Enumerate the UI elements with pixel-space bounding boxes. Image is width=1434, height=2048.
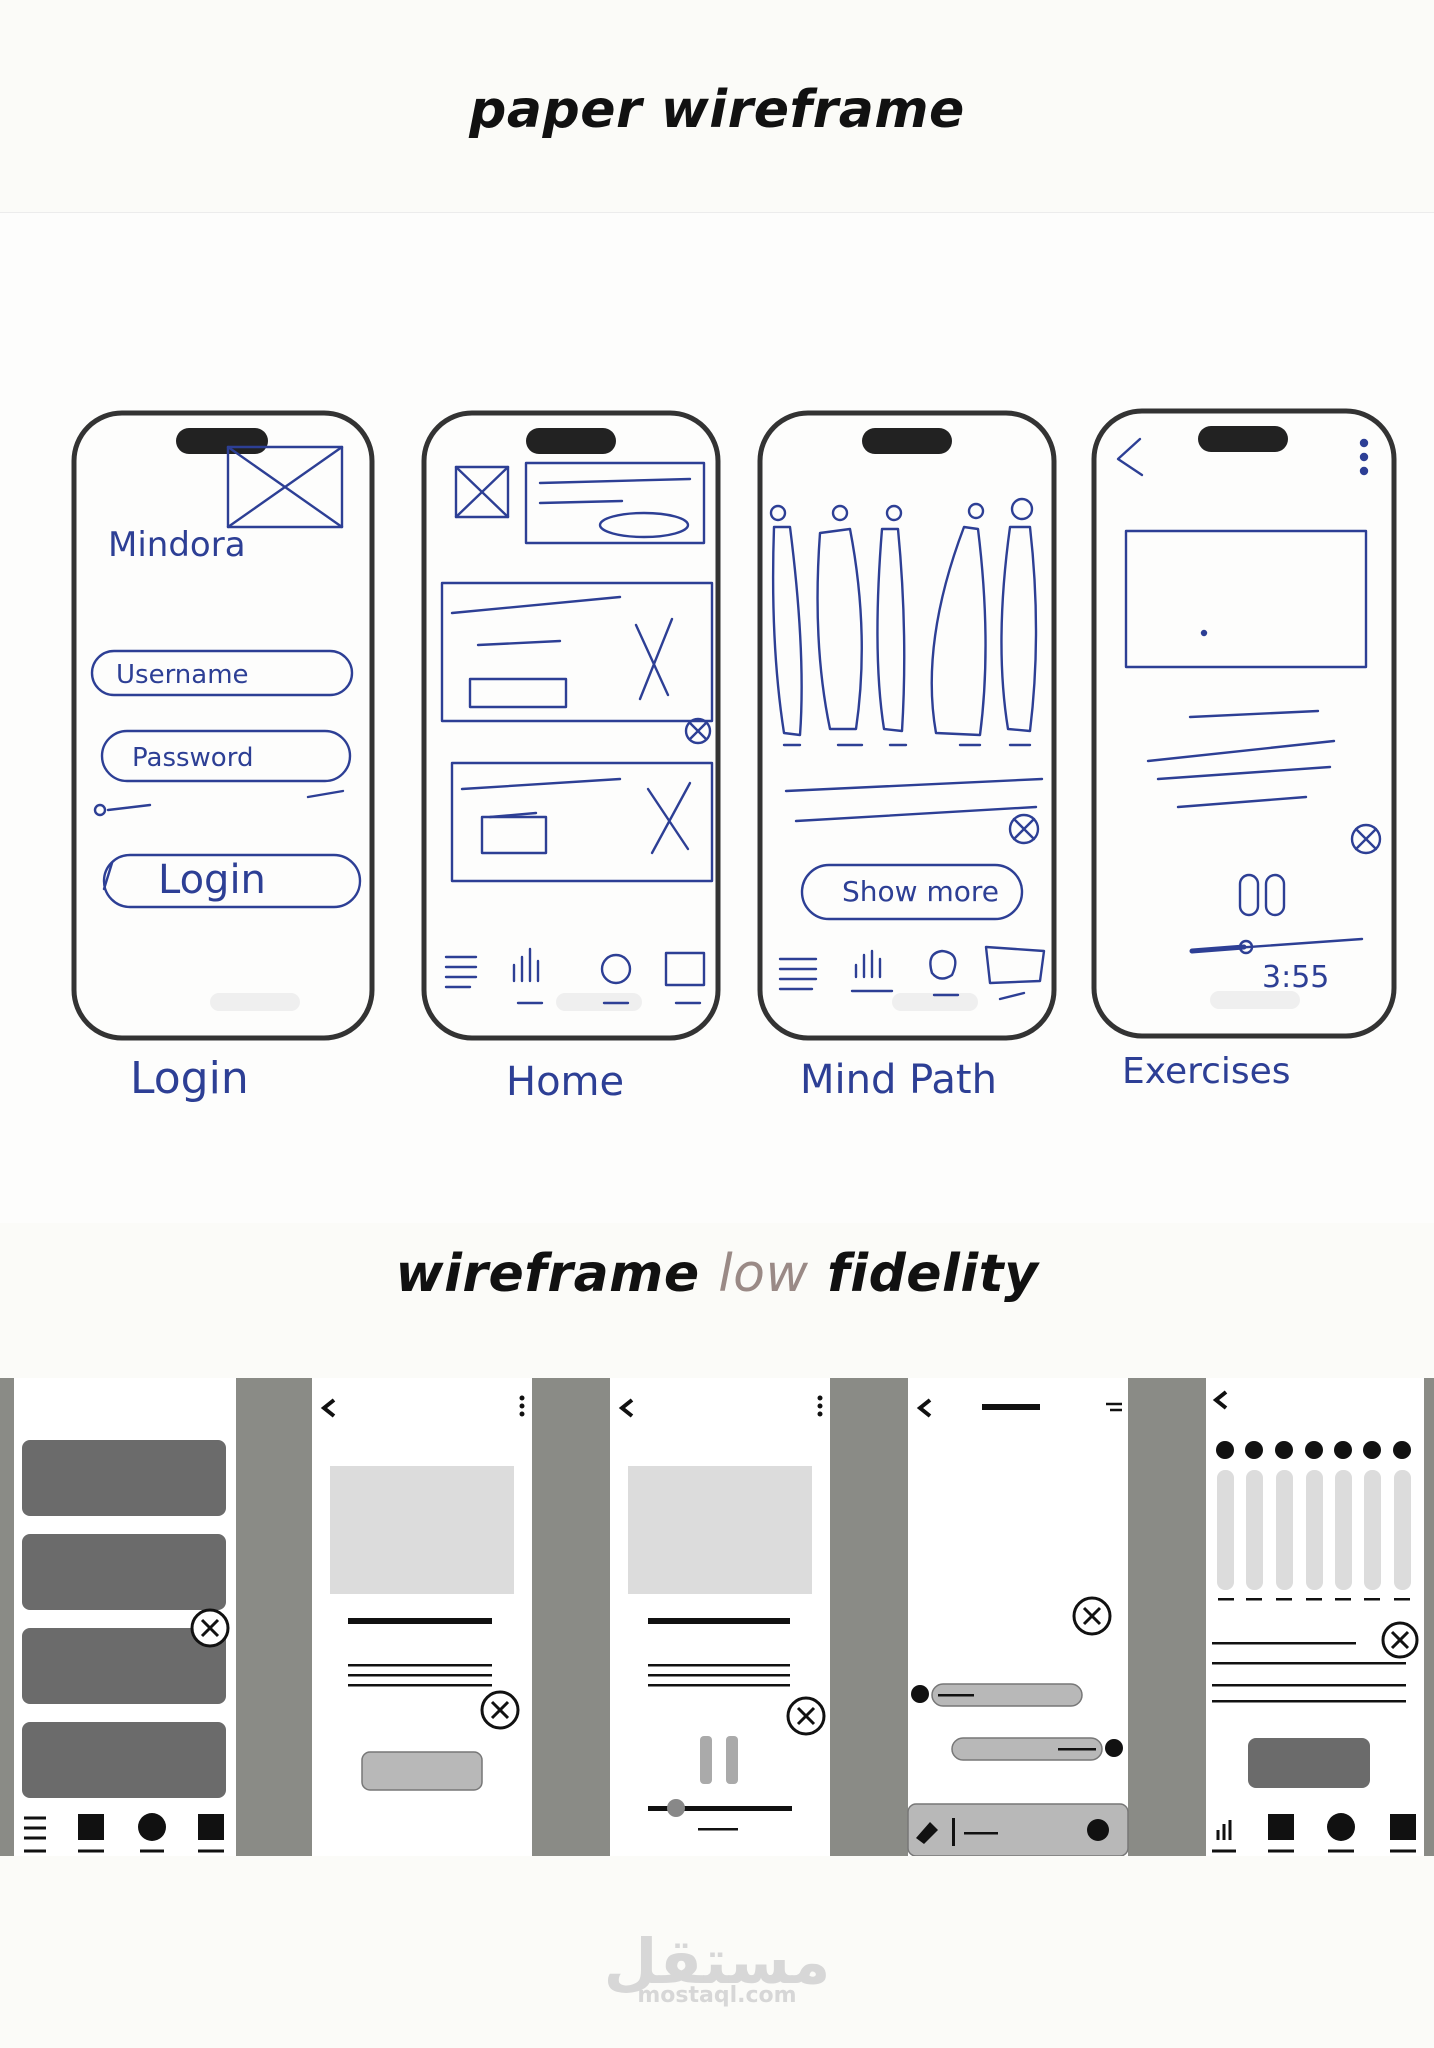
lowfi-screens [0,1378,1434,1857]
close-icon[interactable] [1072,1596,1112,1636]
card-block [22,1628,226,1704]
action-button[interactable] [361,1751,483,1791]
chat-bubble-outgoing [951,1737,1103,1761]
video-placeholder [1124,529,1368,669]
tab-icon [78,1814,104,1840]
show-more-button [800,863,1024,921]
app-name-text: Mindora [108,525,246,565]
svg-text:Login: Login [158,857,266,903]
svg-text:Password: Password [132,743,253,773]
send-icon[interactable] [1087,1819,1109,1841]
tab-bar[interactable] [24,1813,224,1853]
media-placeholder [628,1466,812,1594]
image-placeholder [226,445,344,529]
close-icon[interactable] [480,1690,520,1730]
sketch-phone-mind-path: Show more Mind Path [757,410,1057,1103]
back-arrow-icon[interactable] [618,1398,634,1418]
lowfi-heading-accent: low [718,1244,809,1304]
pause-icon[interactable] [700,1736,738,1784]
back-arrow-icon [1116,437,1144,477]
sketch-card [440,581,714,723]
svg-text:Username: Username [116,660,249,690]
lowfi-screen-progress [1206,1378,1424,1856]
seek-bar[interactable] [648,1806,792,1811]
caption-home: Home [506,1059,624,1105]
back-arrow-icon[interactable] [1212,1390,1228,1410]
lowfi-screen-detail [312,1378,532,1856]
back-arrow-icon[interactable] [916,1398,932,1418]
svg-text:Show more: Show more [842,875,999,908]
lowfi-screen-chat [907,1378,1129,1857]
sketch-card [450,761,714,883]
pencil-icon [916,1822,938,1844]
chat-bubble-incoming [931,1683,1083,1707]
sketch-phone-home: Home [421,410,721,1105]
tab-icon [198,1814,224,1840]
paper-sketch: Mindora Username Password Login Login [71,408,1397,1105]
paper-wireframe-sheet: Mindora Username Password Login Login [0,212,1434,1223]
username-field [90,649,354,697]
lowfi-screen-cards [14,1378,236,1856]
sketch-phone-exercises: 3:55 Exercises [1091,408,1397,1092]
timer-text: 3:55 [1262,960,1329,995]
close-icon[interactable] [1381,1621,1419,1659]
tab-icon [1268,1814,1294,1840]
card-block [22,1534,226,1610]
card-block [22,1440,226,1516]
watermark-logo: مستقل [603,1925,831,1998]
lowfi-screen-player [610,1378,830,1856]
card-block [22,1722,226,1798]
action-button[interactable] [1248,1738,1370,1788]
tab-bar[interactable] [1212,1813,1416,1853]
lowfi-wireframe-strip [0,1378,1434,1857]
tab-icon [138,1813,166,1841]
seek-handle[interactable] [667,1799,685,1817]
password-field [100,729,352,783]
caption-mind-path: Mind Path [800,1057,997,1103]
tab-icon [1390,1814,1416,1840]
watermark-url: mostaql.com [637,1983,797,2008]
close-icon[interactable] [786,1696,826,1736]
close-icon[interactable] [190,1608,230,1648]
back-arrow-icon[interactable] [320,1398,336,1418]
caption-exercises: Exercises [1122,1051,1291,1092]
sketch-phone-login: Mindora Username Password Login Login [71,410,375,1104]
tab-icon [1327,1813,1355,1841]
paper-wireframe-heading: paper wireframe [469,80,965,140]
media-placeholder [330,1466,514,1594]
lowfi-heading: wireframe low fidelity [395,1244,1039,1304]
caption-login: Login [130,1053,249,1104]
login-button [102,853,362,909]
